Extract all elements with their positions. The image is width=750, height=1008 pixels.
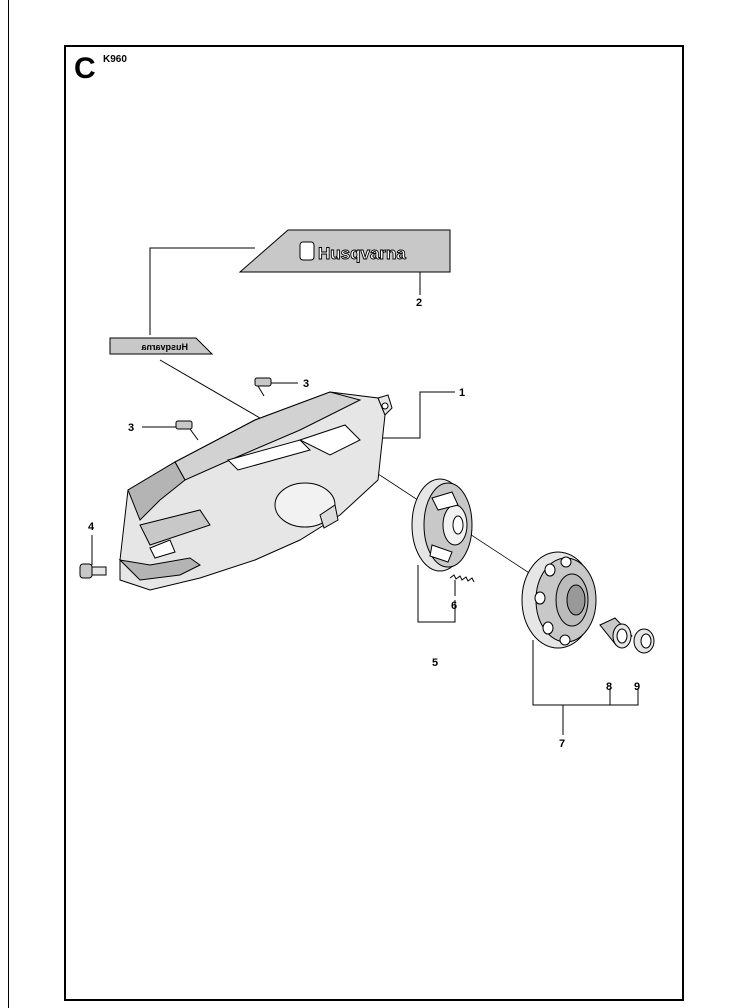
callout-1: 1: [459, 387, 465, 399]
leader-1: [378, 391, 455, 439]
clutch-cover: [118, 391, 393, 591]
large-decal-brand: Husqvarna: [318, 244, 406, 263]
callout-labels: 1 2 3 3 4 5 6 7 8 9: [88, 297, 640, 750]
leader-lines: [91, 247, 639, 735]
small-decal-brand: Husqvarna: [140, 342, 188, 352]
callout-4: 4: [88, 521, 95, 533]
section-letter: C: [74, 52, 96, 85]
leader-small-decal: [159, 359, 261, 419]
callout-9: 9: [634, 681, 640, 693]
callout-5: 5: [432, 657, 438, 669]
callout-3b: 3: [128, 422, 134, 434]
screw-3b: [175, 420, 199, 441]
callout-2: 2: [416, 297, 422, 309]
screw-4: [79, 563, 107, 579]
spring-6: [449, 574, 475, 583]
small-decal: Husqvarna: [109, 337, 214, 355]
husqvarna-logo-icon: [299, 241, 315, 261]
callout-7: 7: [559, 738, 565, 750]
callout-8: 8: [606, 681, 612, 693]
callout-3a: 3: [303, 378, 309, 390]
screw-3a: [254, 377, 272, 397]
diagram-frame: [64, 45, 684, 1001]
leader-5: [417, 565, 456, 623]
leader-7: [532, 640, 639, 706]
clutch-5: [411, 478, 473, 572]
callout-6: 6: [451, 600, 457, 612]
leader-2-bracket: [149, 247, 255, 335]
clutch-drum-7: [521, 551, 597, 649]
page-margin-line: [8, 0, 9, 1008]
large-decal: [238, 229, 451, 273]
needle-bearing-8: [599, 617, 633, 649]
washer-9: [633, 628, 655, 654]
model-label: K960: [103, 54, 127, 65]
